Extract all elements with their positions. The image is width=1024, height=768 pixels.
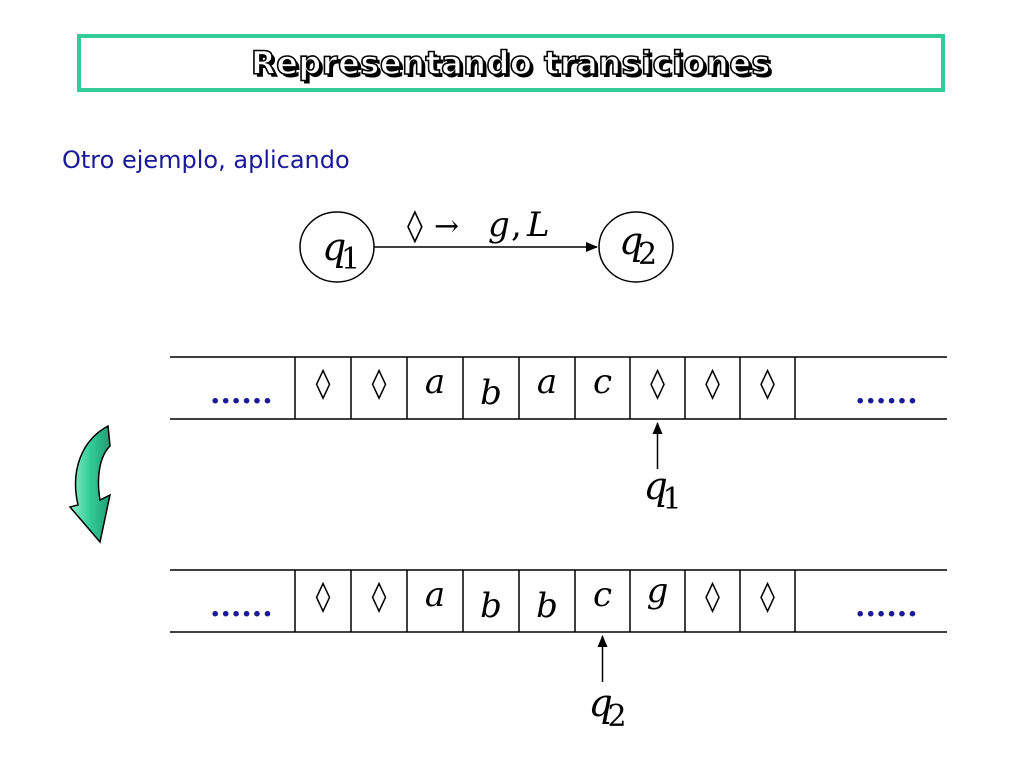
tape-after-cell-1: ◊ [372,579,387,614]
tape-before-cell-2: a [425,362,445,402]
head-before: q1 [644,422,682,517]
state-graph: q 1 q 2 ◊ → g , L [299,205,674,283]
tape-before-cell-6: ◊ [650,366,665,401]
state-q2-symbol: q [619,219,643,263]
state-q1-index: 1 [341,242,360,277]
tape-before-cell-8: ◊ [760,366,775,401]
transition-arrow-symbol: → [434,209,459,244]
slide-subtitle: Otro ejemplo, aplicando [62,146,350,174]
tape-before-cell-1: ◊ [372,366,387,401]
tape-before-cell-0: ◊ [316,366,331,401]
tape-after-cell-4: b [536,586,558,626]
transition-write-symbol: g [488,205,510,245]
state-q2-index: 2 [638,237,657,272]
state-q1-symbol: q [322,225,346,269]
tape-after-cell-3: b [480,586,502,626]
tape-before-cell-4: a [537,362,557,402]
tape-after-right-ellipsis: ...... [855,589,918,624]
tape-after-cell-6: g [647,571,669,611]
tape-before-cell-7: ◊ [705,366,720,401]
tape-after-cell-0: ◊ [316,579,331,614]
head-after: q2 [589,635,627,734]
head-before-state-index: 1 [663,482,682,517]
transition-read-symbol: ◊ [407,206,423,244]
state-q2-node [598,211,674,283]
curved-down-arrow-icon [68,424,112,544]
head-after-state-index: 2 [608,699,627,734]
tape-after-left-ellipsis: ...... [210,589,273,624]
transition-separator: , [511,205,522,245]
transition-move: L [526,205,550,245]
head-before-state-symbol: q [644,464,668,508]
tape-before-cell-5: c [593,362,612,402]
title-box: Representando transiciones [77,34,945,92]
slide-title: Representando transiciones [250,43,771,83]
tape-before-right-ellipsis: ...... [855,376,918,411]
head-after-state-symbol: q [589,681,613,725]
tape-before-cell-3: b [480,373,502,413]
tape-after-cell-5: c [593,575,612,615]
tape-before-left-ellipsis: ...... [210,376,273,411]
tape-after-cell-7: ◊ [705,579,720,614]
tape-after-cell-2: a [425,575,445,615]
tape-after-cell-8: ◊ [760,579,775,614]
